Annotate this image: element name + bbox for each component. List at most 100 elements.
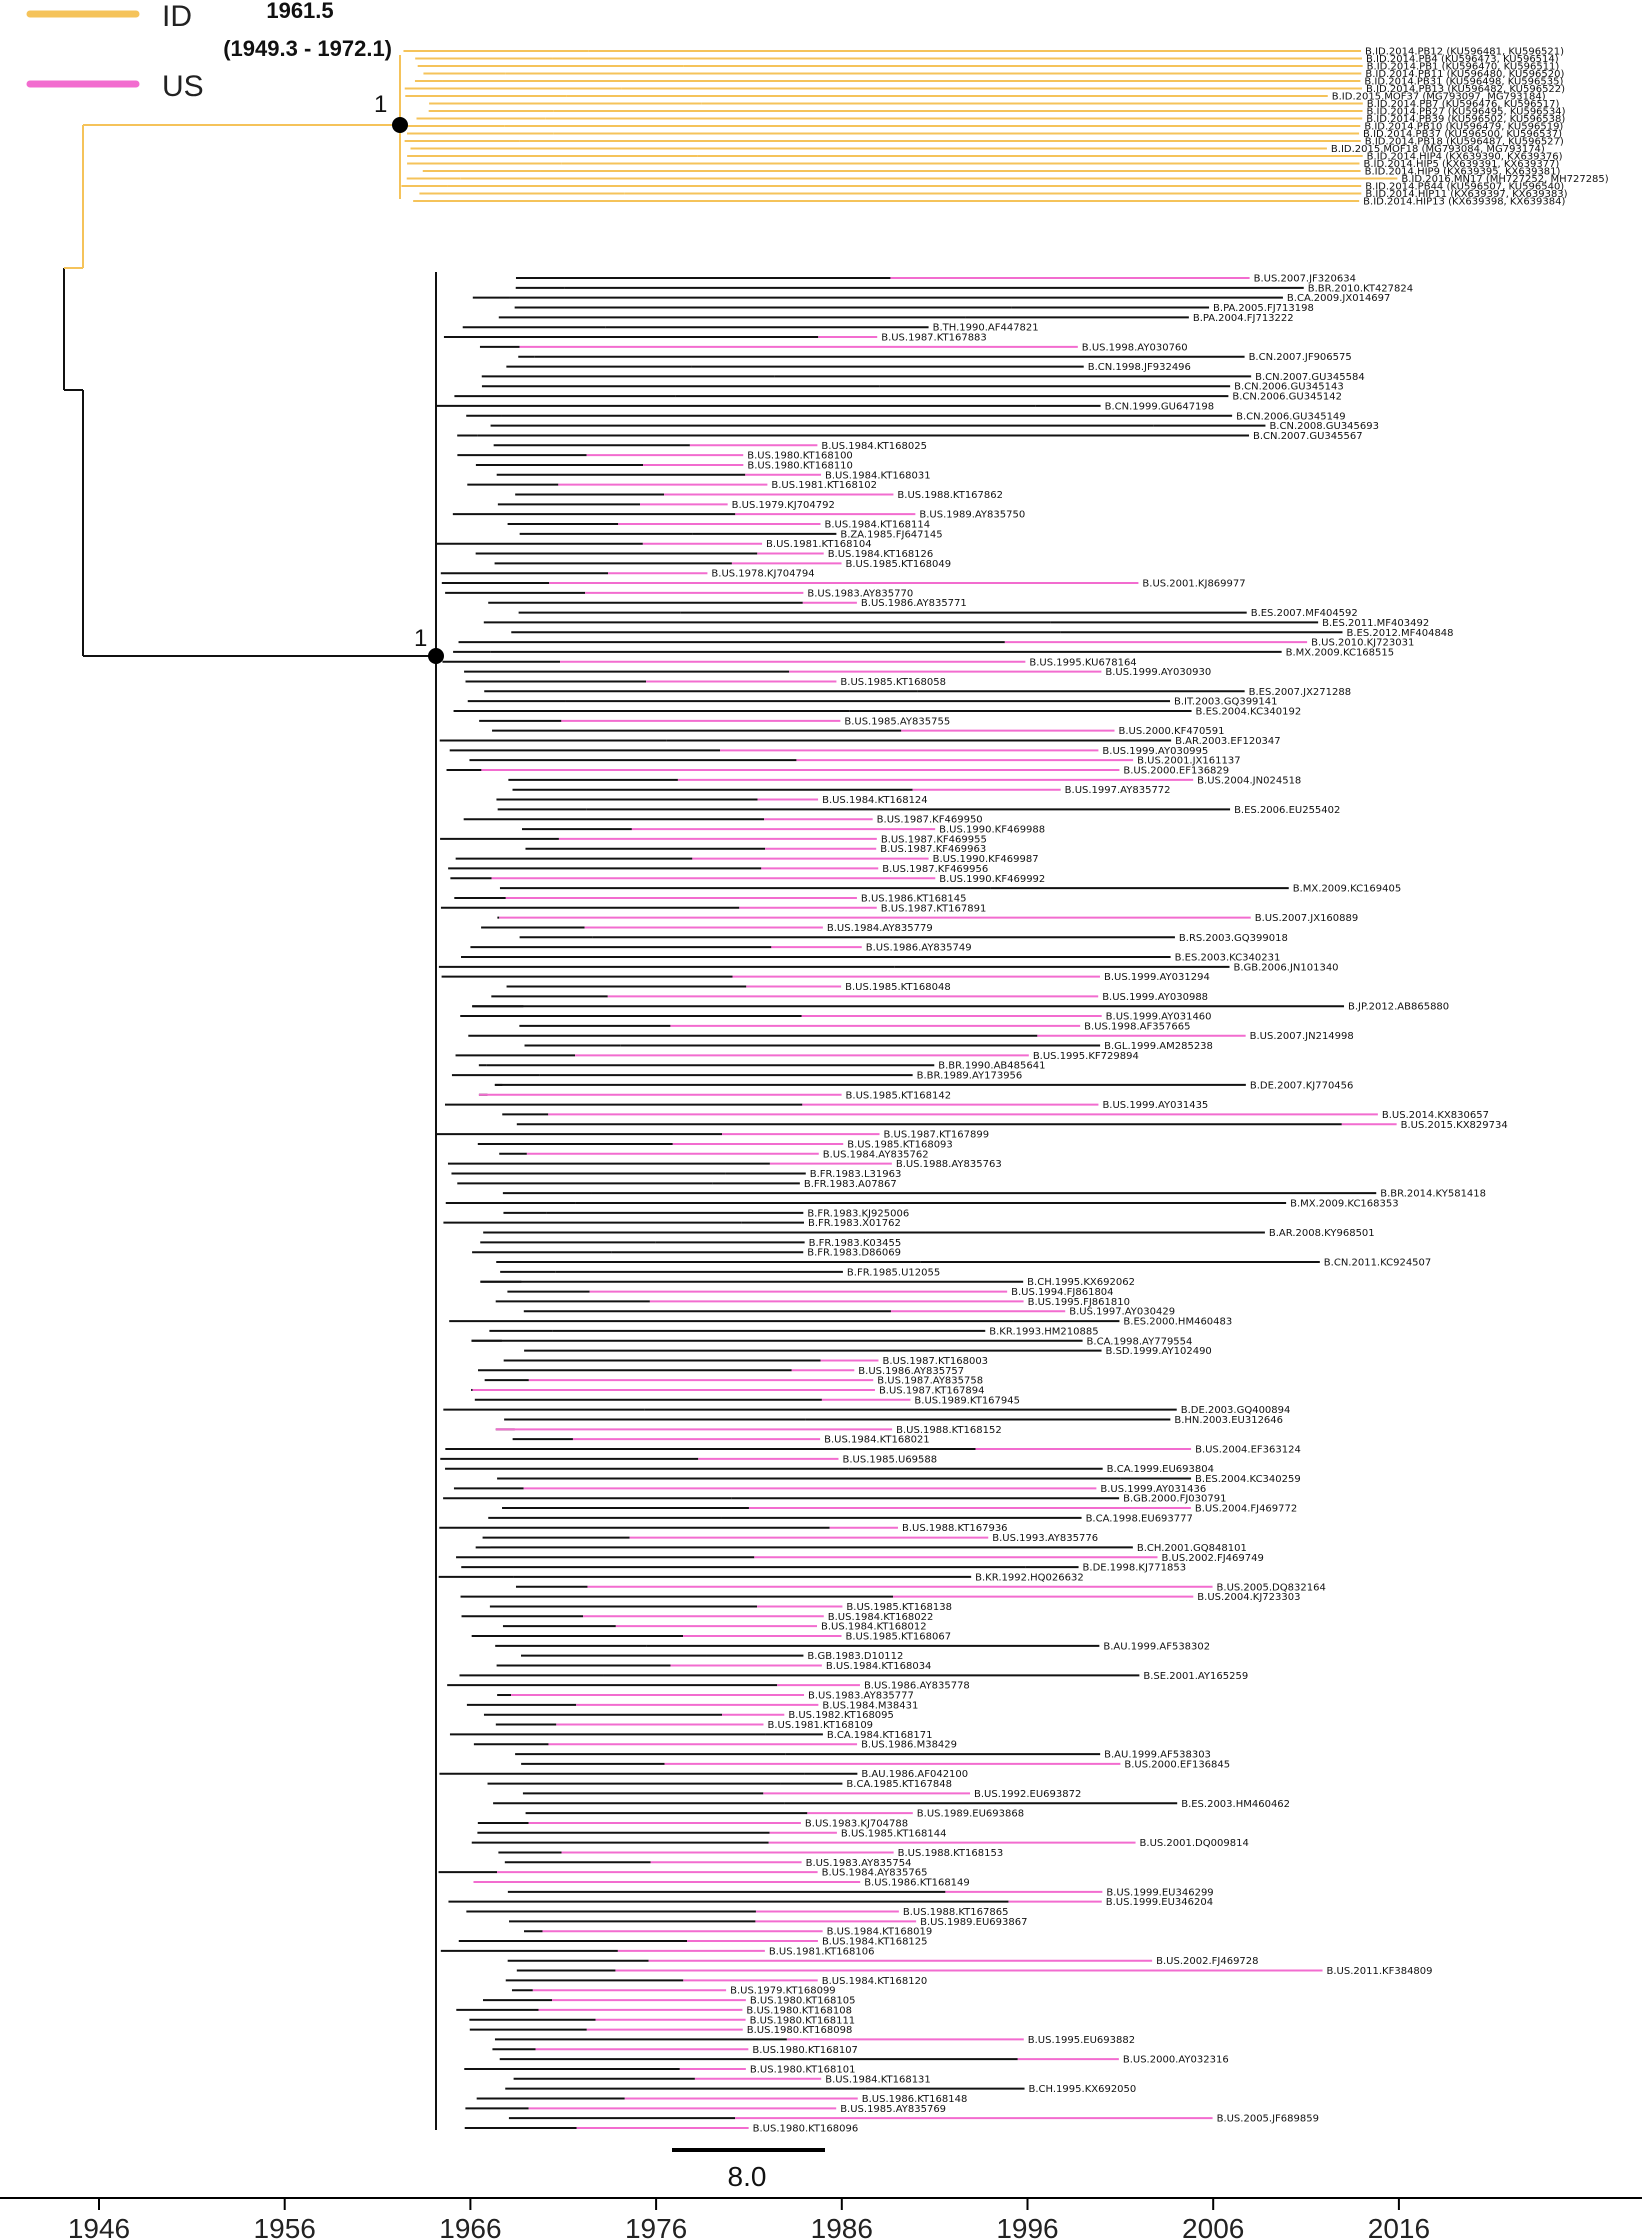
tip-label-other: B.CA.2009.JX014697 xyxy=(1287,293,1390,304)
tip-label-us: B.US.2004.EF363124 xyxy=(1195,1445,1301,1456)
tip-label-us: B.US.1998.AY030760 xyxy=(1082,342,1188,353)
tip-label-us: B.US.2001.DQ009814 xyxy=(1140,1838,1249,1849)
tip-label-other: B.GB.2006.JN101340 xyxy=(1233,962,1338,973)
tip-label-other: B.ES.2011.MF403492 xyxy=(1322,618,1429,629)
tip-label-other: B.MX.2009.KC168515 xyxy=(1286,647,1395,658)
tip-label-other: B.BR.2010.KT427824 xyxy=(1308,283,1413,294)
tip-label-id: B.ID.2016.MN17 (MH727252, MH727285) xyxy=(1401,174,1608,185)
tip-label-us: B.US.1980.KT168100 xyxy=(747,451,853,462)
tip-label-us: B.US.1981.KT168104 xyxy=(766,539,872,550)
tip-label-other: B.JP.2012.AB865880 xyxy=(1348,1002,1449,1013)
tip-label-us: B.US.2000.KF470591 xyxy=(1119,726,1225,737)
tip-label-us: B.US.2004.FJ469772 xyxy=(1195,1504,1297,1515)
tip-label-other: B.FR.1983.A07867 xyxy=(804,1179,897,1190)
tip-label-us: B.US.1989.EU693867 xyxy=(920,1917,1027,1928)
tip-label-us: B.US.1984.KT168125 xyxy=(822,1937,928,1948)
tip-label-id: B.ID.2015.MOF37 (MG793097, MG793184) xyxy=(1332,92,1546,103)
axis-tick-label: 1956 xyxy=(254,2213,316,2240)
tip-label-us: B.US.1986.AY835778 xyxy=(864,1681,970,1692)
tip-label-other: B.CN.2006.GU345149 xyxy=(1236,411,1346,422)
tip-label-other: B.TH.1990.AF447821 xyxy=(933,323,1039,334)
tip-label-other: B.FR.1983.KJ925006 xyxy=(807,1208,909,1219)
tip-label-us: B.US.1987.AY835758 xyxy=(877,1376,983,1387)
tip-label-other: B.CN.2008.GU345693 xyxy=(1269,421,1379,432)
tip-label-us: B.US.1980.KT168096 xyxy=(753,2124,859,2135)
tip-label-us: B.US.2014.KX830657 xyxy=(1382,1110,1489,1121)
tip-label-us: B.US.2007.JF320634 xyxy=(1254,274,1356,285)
tip-label-us: B.US.1999.EU346204 xyxy=(1106,1897,1213,1908)
tip-label-us: B.US.1998.AF357665 xyxy=(1084,1021,1190,1032)
tip-label-us: B.US.1995.FJ861810 xyxy=(1028,1297,1130,1308)
tip-label-id: B.ID.2014.PB4 (KU596473, KU596514) xyxy=(1366,54,1559,65)
tip-label-us: B.US.1994.FJ861804 xyxy=(1011,1287,1113,1298)
tip-label-other: B.DE.1998.KJ771853 xyxy=(1083,1563,1187,1574)
scale-bar-label: 8.0 xyxy=(728,2161,767,2192)
tip-label-us: B.US.1986.AY835757 xyxy=(858,1366,964,1377)
tip-label-id: B.ID.2014.HIP4 (KX639390, KX639376) xyxy=(1367,152,1563,163)
axis-tick-label: 2016 xyxy=(1368,2213,1430,2240)
tip-label-other: B.CN.1998.JF932496 xyxy=(1088,362,1191,373)
tip-label-us: B.US.2001.KJ869977 xyxy=(1142,579,1245,590)
tip-label-other: B.GB.1983.D10112 xyxy=(807,1651,903,1662)
tip-label-other: B.CA.1985.KT167848 xyxy=(846,1779,952,1790)
tip-label-other: B.ZA.1985.FJ647145 xyxy=(840,529,942,540)
tip-label-us: B.US.1984.KT168025 xyxy=(821,441,927,452)
tip-label-id: B.ID.2014.PB1 (KU596470, KU596511) xyxy=(1367,62,1560,73)
tip-label-us: B.US.1984.KT168114 xyxy=(825,520,931,531)
tip-label-other: B.AU.1999.AF538303 xyxy=(1104,1750,1211,1761)
tip-label-us: B.US.1986.M38429 xyxy=(861,1740,957,1751)
tip-label-us: B.US.1995.KF729894 xyxy=(1033,1051,1139,1062)
tip-label-us: B.US.2002.FJ469749 xyxy=(1161,1553,1263,1564)
tip-label-us: B.US.1986.KT168145 xyxy=(861,893,967,904)
tip-label-other: B.DE.2003.GQ400894 xyxy=(1181,1405,1291,1416)
tip-label-us: B.US.1984.KT168021 xyxy=(824,1435,930,1446)
tip-label-us: B.US.1980.KT168108 xyxy=(746,2005,852,2016)
axis-tick-label: 1946 xyxy=(68,2213,130,2240)
tip-label-us: B.US.2005.JF689859 xyxy=(1217,2114,1319,2125)
tip-label-us: B.US.1984.KT168124 xyxy=(822,795,928,806)
tip-label-other: B.SD.1999.AY102490 xyxy=(1106,1346,1212,1357)
tip-label-us: B.US.1988.AY835763 xyxy=(896,1159,1002,1170)
root-node-marker xyxy=(392,117,408,133)
tip-label-other: B.ES.2007.JX271288 xyxy=(1249,687,1352,698)
tip-label-us: B.US.1980.KT168105 xyxy=(750,1996,856,2007)
tip-label-other: B.ES.2004.KC340259 xyxy=(1195,1474,1301,1485)
tip-label-us: B.US.1987.KF469956 xyxy=(882,864,988,875)
tip-label-id: B.ID.2014.PB39 (KU596502, KU596538) xyxy=(1366,114,1565,125)
tip-label-id: B.ID.2014.PB11 (KU596480, KU596520) xyxy=(1365,69,1564,80)
tip-label-other: B.DE.2007.KJ770456 xyxy=(1250,1080,1354,1091)
tip-label-other: B.MX.2009.KC168353 xyxy=(1290,1199,1399,1210)
tip-label-us: B.US.2000.EF136829 xyxy=(1123,766,1229,777)
tip-label-other: B.KR.1992.HQ026632 xyxy=(975,1572,1084,1583)
tip-label-us: B.US.2011.KF384809 xyxy=(1327,1966,1433,1977)
tip-label-id: B.ID.2014.HIP13 (KX639398, KX639384) xyxy=(1363,197,1565,208)
tip-label-other: B.ES.2003.HM460462 xyxy=(1181,1799,1290,1810)
tip-label-other: B.CN.1999.GU647198 xyxy=(1105,401,1215,412)
tip-label-us: B.US.1981.KT168102 xyxy=(771,480,877,491)
tip-label-us: B.US.1986.KT168148 xyxy=(862,2094,968,2105)
tip-label-other: B.AR.2003.EF120347 xyxy=(1175,736,1281,747)
tip-label-other: B.PA.2004.FJ713222 xyxy=(1193,313,1294,324)
us-node-marker xyxy=(428,648,444,664)
tip-label-id: B.ID.2014.PB12 (KU596481, KU596521) xyxy=(1365,47,1564,58)
tip-label-other: B.ES.2012.MF404848 xyxy=(1346,628,1453,639)
tip-label-other: B.CA.1999.EU693804 xyxy=(1107,1464,1214,1475)
tip-label-id: B.ID.2014.PB44 (KU596507, KU596540) xyxy=(1365,182,1564,193)
tip-label-other: B.CH.2001.GQ848101 xyxy=(1137,1543,1247,1554)
tip-label-us: B.US.1984.M38431 xyxy=(822,1700,918,1711)
tip-label-us: B.US.1999.EU346299 xyxy=(1106,1887,1213,1898)
tip-label-other: B.FR.1983.L31963 xyxy=(810,1169,902,1180)
tip-label-other: B.RS.2003.GQ399018 xyxy=(1179,933,1288,944)
tip-label-us: B.US.2005.DQ832164 xyxy=(1217,1582,1326,1593)
tip-label-us: B.US.2015.KX829734 xyxy=(1401,1120,1508,1131)
tip-label-us: B.US.1987.KT167883 xyxy=(881,333,987,344)
tip-label-us: B.US.1990.KF469988 xyxy=(939,825,1045,836)
tip-label-us: B.US.1999.AY030995 xyxy=(1102,746,1208,757)
tip-label-us: B.US.2007.JN214998 xyxy=(1250,1031,1354,1042)
tip-label-us: B.US.1999.AY030930 xyxy=(1105,667,1211,678)
tip-label-us: B.US.1979.KT168099 xyxy=(730,1986,836,1997)
tip-label-us: B.US.1985.KT168058 xyxy=(840,677,946,688)
tip-label-us: B.US.1988.KT168153 xyxy=(898,1848,1004,1859)
tip-label-us: B.US.1985.KT168144 xyxy=(841,1828,947,1839)
